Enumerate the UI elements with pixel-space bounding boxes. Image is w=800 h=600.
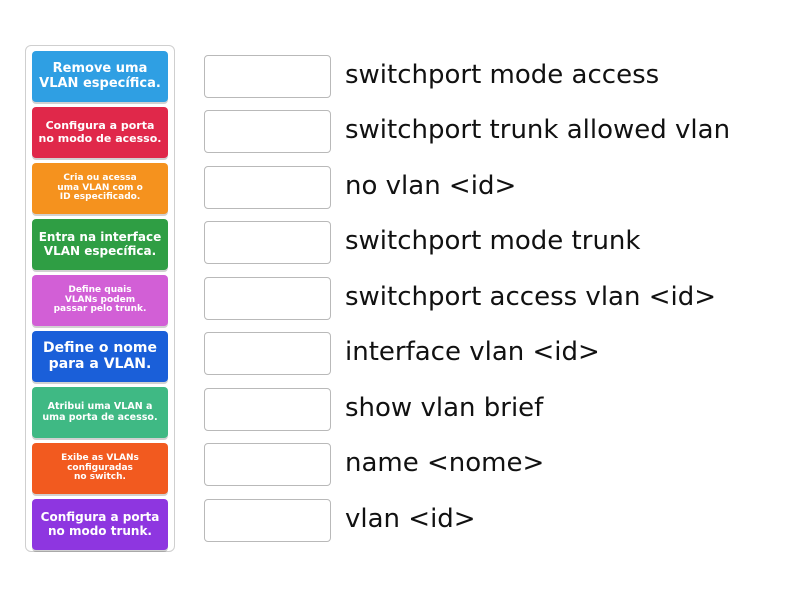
drop-slot[interactable] [204, 277, 331, 320]
command-label: switchport mode trunk [345, 225, 641, 256]
answer-card-label: Atribui uma VLAN a uma porta de acesso. [42, 401, 158, 423]
answer-card-label: Entra na interface VLAN específica. [38, 230, 162, 258]
answer-card[interactable]: Configura a porta no modo trunk. [32, 499, 168, 550]
command-label: name <nome> [345, 447, 545, 478]
answer-card[interactable]: Cria ou acessa uma VLAN com o ID especif… [32, 163, 168, 214]
answer-card[interactable]: Configura a porta no modo de acesso. [32, 107, 168, 158]
command-label: show vlan brief [345, 392, 544, 423]
answer-card[interactable]: Define quais VLANs podem passar pelo tru… [32, 275, 168, 326]
answer-card-label: Cria ou acessa uma VLAN com o ID especif… [57, 172, 143, 203]
drop-slot[interactable] [204, 388, 331, 431]
answer-card-label: Exibe as VLANs configuradas no switch. [61, 452, 139, 483]
answer-card-label: Define o nome para a VLAN. [43, 340, 157, 372]
answer-card-label: Remove uma VLAN específica. [39, 61, 161, 91]
command-label: interface vlan <id> [345, 336, 600, 367]
command-label: switchport trunk allowed vlan [345, 114, 731, 145]
drop-slot[interactable] [204, 55, 331, 98]
answer-card[interactable]: Exibe as VLANs configuradas no switch. [32, 443, 168, 494]
drop-slot[interactable] [204, 110, 331, 153]
command-label: switchport access vlan <id> [345, 281, 717, 312]
drop-slot[interactable] [204, 499, 331, 542]
answer-card-tray: Remove uma VLAN específica. Configura a … [25, 45, 175, 552]
answer-card[interactable]: Remove uma VLAN específica. [32, 51, 168, 102]
answer-card-label: Configura a porta no modo trunk. [40, 510, 160, 538]
command-label: no vlan <id> [345, 170, 517, 201]
drop-slot[interactable] [204, 166, 331, 209]
answer-card[interactable]: Define o nome para a VLAN. [32, 331, 168, 382]
command-label: switchport mode access [345, 59, 660, 90]
drop-slot[interactable] [204, 221, 331, 264]
answer-card[interactable]: Entra na interface VLAN específica. [32, 219, 168, 270]
drop-slot[interactable] [204, 443, 331, 486]
drop-slot[interactable] [204, 332, 331, 375]
answer-card-label: Define quais VLANs podem passar pelo tru… [53, 284, 147, 315]
answer-card-label: Configura a porta no modo de acesso. [38, 119, 162, 145]
answer-card[interactable]: Atribui uma VLAN a uma porta de acesso. [32, 387, 168, 438]
command-label: vlan <id> [345, 503, 476, 534]
